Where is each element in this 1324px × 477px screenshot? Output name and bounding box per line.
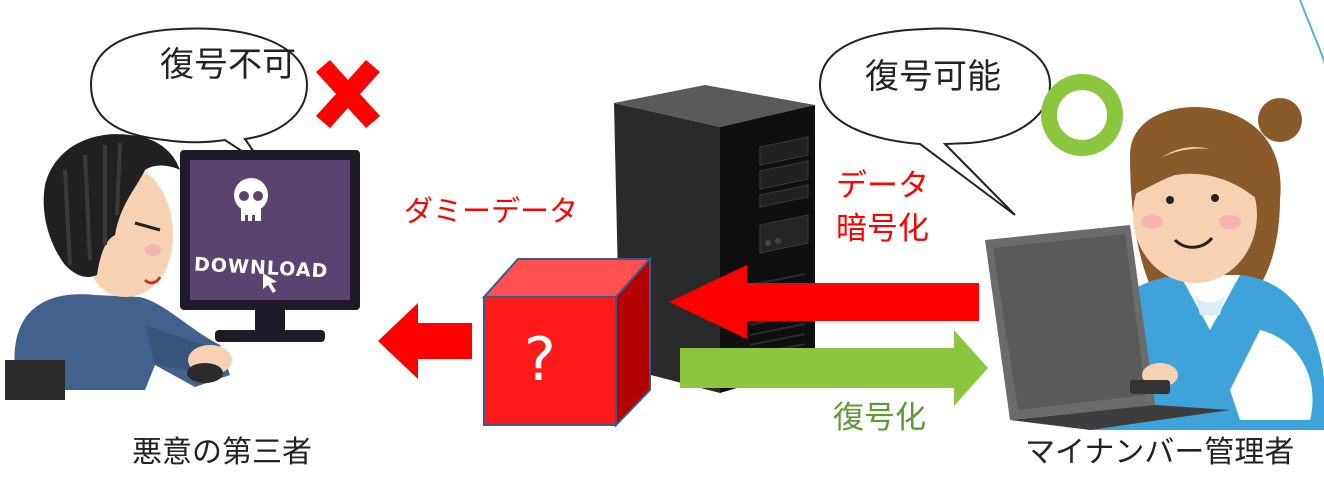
attacker-speech-bubble <box>89 27 309 166</box>
admin-speech-bubble <box>818 27 1052 216</box>
attacker-caption: 悪意の第三者 <box>132 435 312 470</box>
box-question-mark: ? <box>524 325 556 395</box>
attacker-bubble-text: 復号不可 <box>160 45 296 85</box>
admin-caption: マイナンバー管理者 <box>1025 435 1295 470</box>
encrypt-arrow <box>669 265 979 339</box>
dummy-data-label: ダミーデータ <box>404 194 579 228</box>
decrypt-label: 復号化 <box>833 400 926 436</box>
exfiltrate-arrow <box>378 303 472 379</box>
cross-mark-icon <box>316 60 380 128</box>
encrypt-label-line1: データ <box>836 168 929 204</box>
admin-bubble-text: 復号可能 <box>865 57 1001 97</box>
office-worker-icon <box>985 98 1324 430</box>
encrypt-label-line2: 暗号化 <box>836 211 929 247</box>
hacker-person-icon <box>5 134 360 400</box>
mystery-box-icon <box>481 256 653 428</box>
circle-mark-icon <box>1041 74 1123 156</box>
decrypt-arrow <box>680 330 988 406</box>
corner-decoration <box>1299 0 1324 65</box>
